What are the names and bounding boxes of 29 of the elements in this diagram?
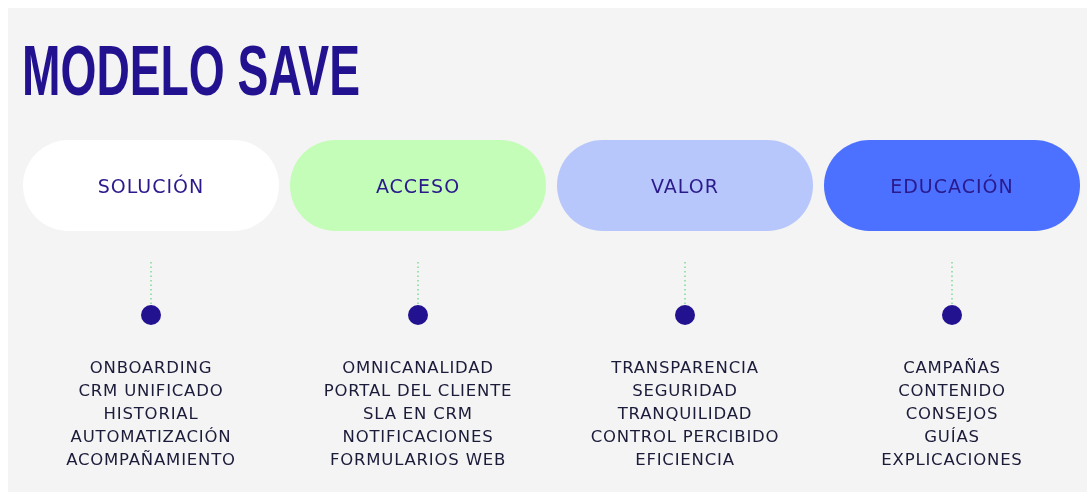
item-text: ONBOARDING: [88, 358, 214, 378]
item-text: SEGURIDAD: [631, 381, 739, 401]
stage-label: EDUCACIÓN: [890, 174, 1014, 197]
item-text: ACOMPAÑAMIENTO: [65, 450, 237, 470]
item-text: PORTAL DEL CLIENTE: [322, 381, 514, 401]
item-text: CONTROL PERCIBIDO: [589, 427, 781, 447]
item-text: CAMPAÑAS: [902, 358, 1002, 378]
stage-label: VALOR: [651, 174, 719, 197]
item-text: TRANSPARENCIA: [610, 358, 760, 378]
stage-label: ACCESO: [375, 174, 461, 197]
item-text: CONTENIDO: [897, 381, 1007, 401]
item-text: EXPLICACIONES: [880, 450, 1024, 470]
item-text: TRANQUILIDAD: [616, 404, 754, 424]
item-text: FORMULARIOS WEB: [328, 450, 508, 470]
stage-label: SOLUCIÓN: [97, 174, 205, 197]
item-text: SLA EN CRM: [362, 404, 474, 424]
dotted-line: [417, 261, 419, 306]
item-text: HISTORIAL: [102, 404, 200, 424]
item-text: EFICIENCIA: [634, 450, 736, 470]
item-text: OMNICANALIDAD: [341, 358, 495, 378]
dotted-line: [150, 261, 152, 306]
dotted-line: [684, 261, 686, 306]
title: MODELO SAVE: [22, 36, 360, 106]
item-text: CONSEJOS: [904, 404, 1000, 424]
item-text: GUÍAS: [923, 427, 981, 447]
dotted-line: [951, 261, 953, 306]
item-text: CRM UNIFICADO: [77, 381, 225, 401]
item-text: AUTOMATIZACIÓN: [69, 427, 233, 447]
item-text: NOTIFICACIONES: [341, 427, 495, 447]
